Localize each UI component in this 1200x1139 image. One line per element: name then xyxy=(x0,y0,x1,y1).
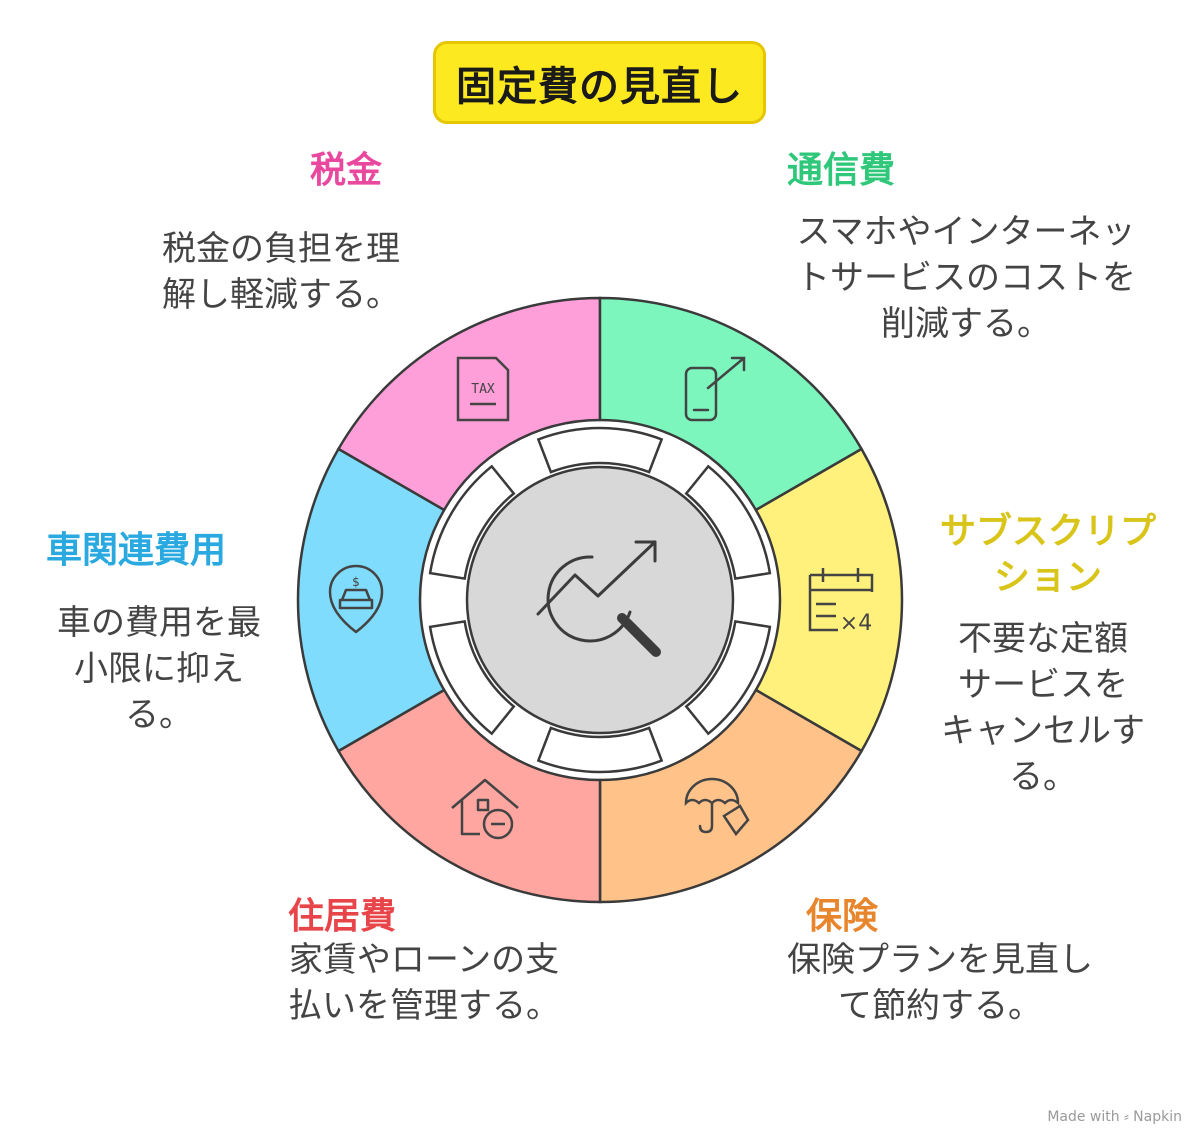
desc-subscription-line: 不要な定額 xyxy=(958,619,1128,659)
desc-insurance-line: 保険プランを見直し xyxy=(787,940,1093,980)
center-hub xyxy=(465,465,735,735)
segment-tax xyxy=(336,296,602,512)
connector-arc xyxy=(428,620,516,736)
desc-car: 車の費用を最 小限に抑え る。 xyxy=(26,600,292,738)
heading-subscription-line: ション xyxy=(993,557,1102,598)
connector-arc xyxy=(536,426,664,474)
connector-arc xyxy=(684,620,772,736)
umbrella-hand-icon xyxy=(684,777,750,837)
segment-subscription xyxy=(754,447,904,753)
heading-insurance: 保険 xyxy=(806,896,879,937)
connector-arc xyxy=(428,464,516,580)
x4-label: ×4 xyxy=(840,611,872,636)
desc-subscription-line: サービスを xyxy=(958,665,1128,705)
desc-housing-line: 払いを管理する。 xyxy=(288,986,560,1026)
desc-tax-line: 税金の負担を理 xyxy=(162,229,400,269)
desc-insurance: 保険プランを見直し て節約する。 xyxy=(750,937,1130,1029)
heading-subscription-line: サブスクリプ xyxy=(939,511,1156,552)
desc-car-line: る。 xyxy=(125,695,193,735)
made-with-napkin-badge: Made with ⸗ Napkin xyxy=(1047,1109,1182,1125)
desc-housing-line: 家賃やローンの支 xyxy=(288,940,560,980)
heading-subscription: サブスクリプ ション xyxy=(918,509,1178,601)
segment-telecom xyxy=(598,296,864,512)
trend-magnifier-icon xyxy=(536,540,661,657)
desc-subscription-line: キャンセルす xyxy=(941,711,1145,751)
heading-tax: 税金 xyxy=(310,150,383,191)
heading-housing: 住居費 xyxy=(288,896,397,937)
desc-housing: 家賃やローンの支 払いを管理する。 xyxy=(254,937,594,1029)
tax-document-icon: TAX xyxy=(456,356,510,422)
desc-telecom-line: 削減する。 xyxy=(881,304,1051,344)
page-title: 固定費の見直し xyxy=(456,63,743,110)
desc-tax-line: 解し軽減する。 xyxy=(162,275,400,315)
connector-arc xyxy=(536,726,664,774)
dollar-glyph: $ xyxy=(352,575,360,589)
desc-insurance-line: て節約する。 xyxy=(838,986,1042,1026)
calendar-x4-icon: ×4 xyxy=(808,568,874,636)
desc-car-line: 小限に抑え xyxy=(74,649,244,689)
heading-car: 車関連費用 xyxy=(46,530,227,571)
title-banner: 固定費の見直し xyxy=(433,41,766,124)
house-minus-icon xyxy=(451,778,519,840)
desc-telecom-line: スマホやインターネッ xyxy=(796,212,1136,252)
heading-telecom: 通信費 xyxy=(787,150,896,191)
desc-car-line: 車の費用を最 xyxy=(57,603,261,643)
tax-label: TAX xyxy=(471,382,495,397)
desc-telecom-line: トサービスのコストを xyxy=(796,258,1136,298)
segment-insurance xyxy=(598,688,864,904)
phone-growth-icon xyxy=(684,356,746,422)
car-cost-pin-icon: $ xyxy=(328,564,384,634)
desc-subscription-line: る。 xyxy=(1009,757,1077,797)
connector-arc xyxy=(684,464,772,580)
segment-housing xyxy=(336,688,602,904)
desc-subscription: 不要な定額 サービスを キャンセルす る。 xyxy=(910,616,1176,800)
desc-tax: 税金の負担を理 解し軽減する。 xyxy=(162,226,400,318)
desc-telecom: スマホやインターネッ トサービスのコストを 削減する。 xyxy=(760,209,1172,347)
